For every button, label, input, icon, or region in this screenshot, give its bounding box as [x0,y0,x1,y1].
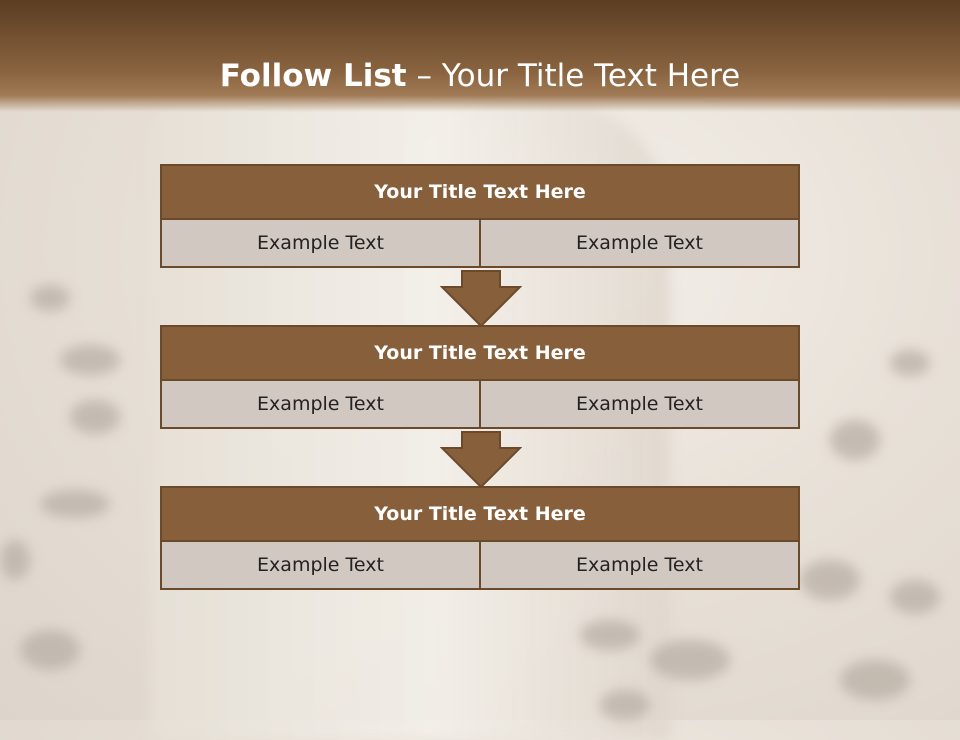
block-title: Your Title Text Here [160,325,800,381]
block-cell-left: Example Text [160,381,481,429]
slide-title-rest: – Your Title Text Here [406,58,741,94]
coffee-bean [890,350,930,376]
list-block: Your Title Text Here Example Text Exampl… [160,164,800,268]
coffee-bean [840,660,910,700]
coffee-bean [890,580,940,614]
block-cell-left: Example Text [160,542,481,590]
title-bar: Follow List – Your Title Text Here [0,0,960,112]
coffee-bean [600,690,650,720]
down-arrow-icon [440,431,522,489]
block-cell-right: Example Text [481,381,800,429]
block-cell-left: Example Text [160,220,481,268]
down-arrow-icon [440,270,522,328]
coffee-bean [40,490,110,518]
block-row: Example Text Example Text [160,542,800,590]
block-title: Your Title Text Here [160,486,800,542]
coffee-bean [800,560,860,600]
coffee-bean [20,630,80,670]
list-block: Your Title Text Here Example Text Exampl… [160,486,800,590]
slide-title: Follow List – Your Title Text Here [0,56,960,96]
coffee-bean [650,640,730,680]
coffee-bean [30,285,70,311]
coffee-bean [830,420,880,460]
coffee-bean [60,345,120,375]
list-block: Your Title Text Here Example Text Exampl… [160,325,800,429]
block-row: Example Text Example Text [160,220,800,268]
block-row: Example Text Example Text [160,381,800,429]
slide-title-bold: Follow List [219,58,407,94]
coffee-bean [580,620,640,650]
block-cell-right: Example Text [481,542,800,590]
coffee-bean [0,540,30,580]
block-cell-right: Example Text [481,220,800,268]
block-title: Your Title Text Here [160,164,800,220]
coffee-bean [70,400,120,434]
